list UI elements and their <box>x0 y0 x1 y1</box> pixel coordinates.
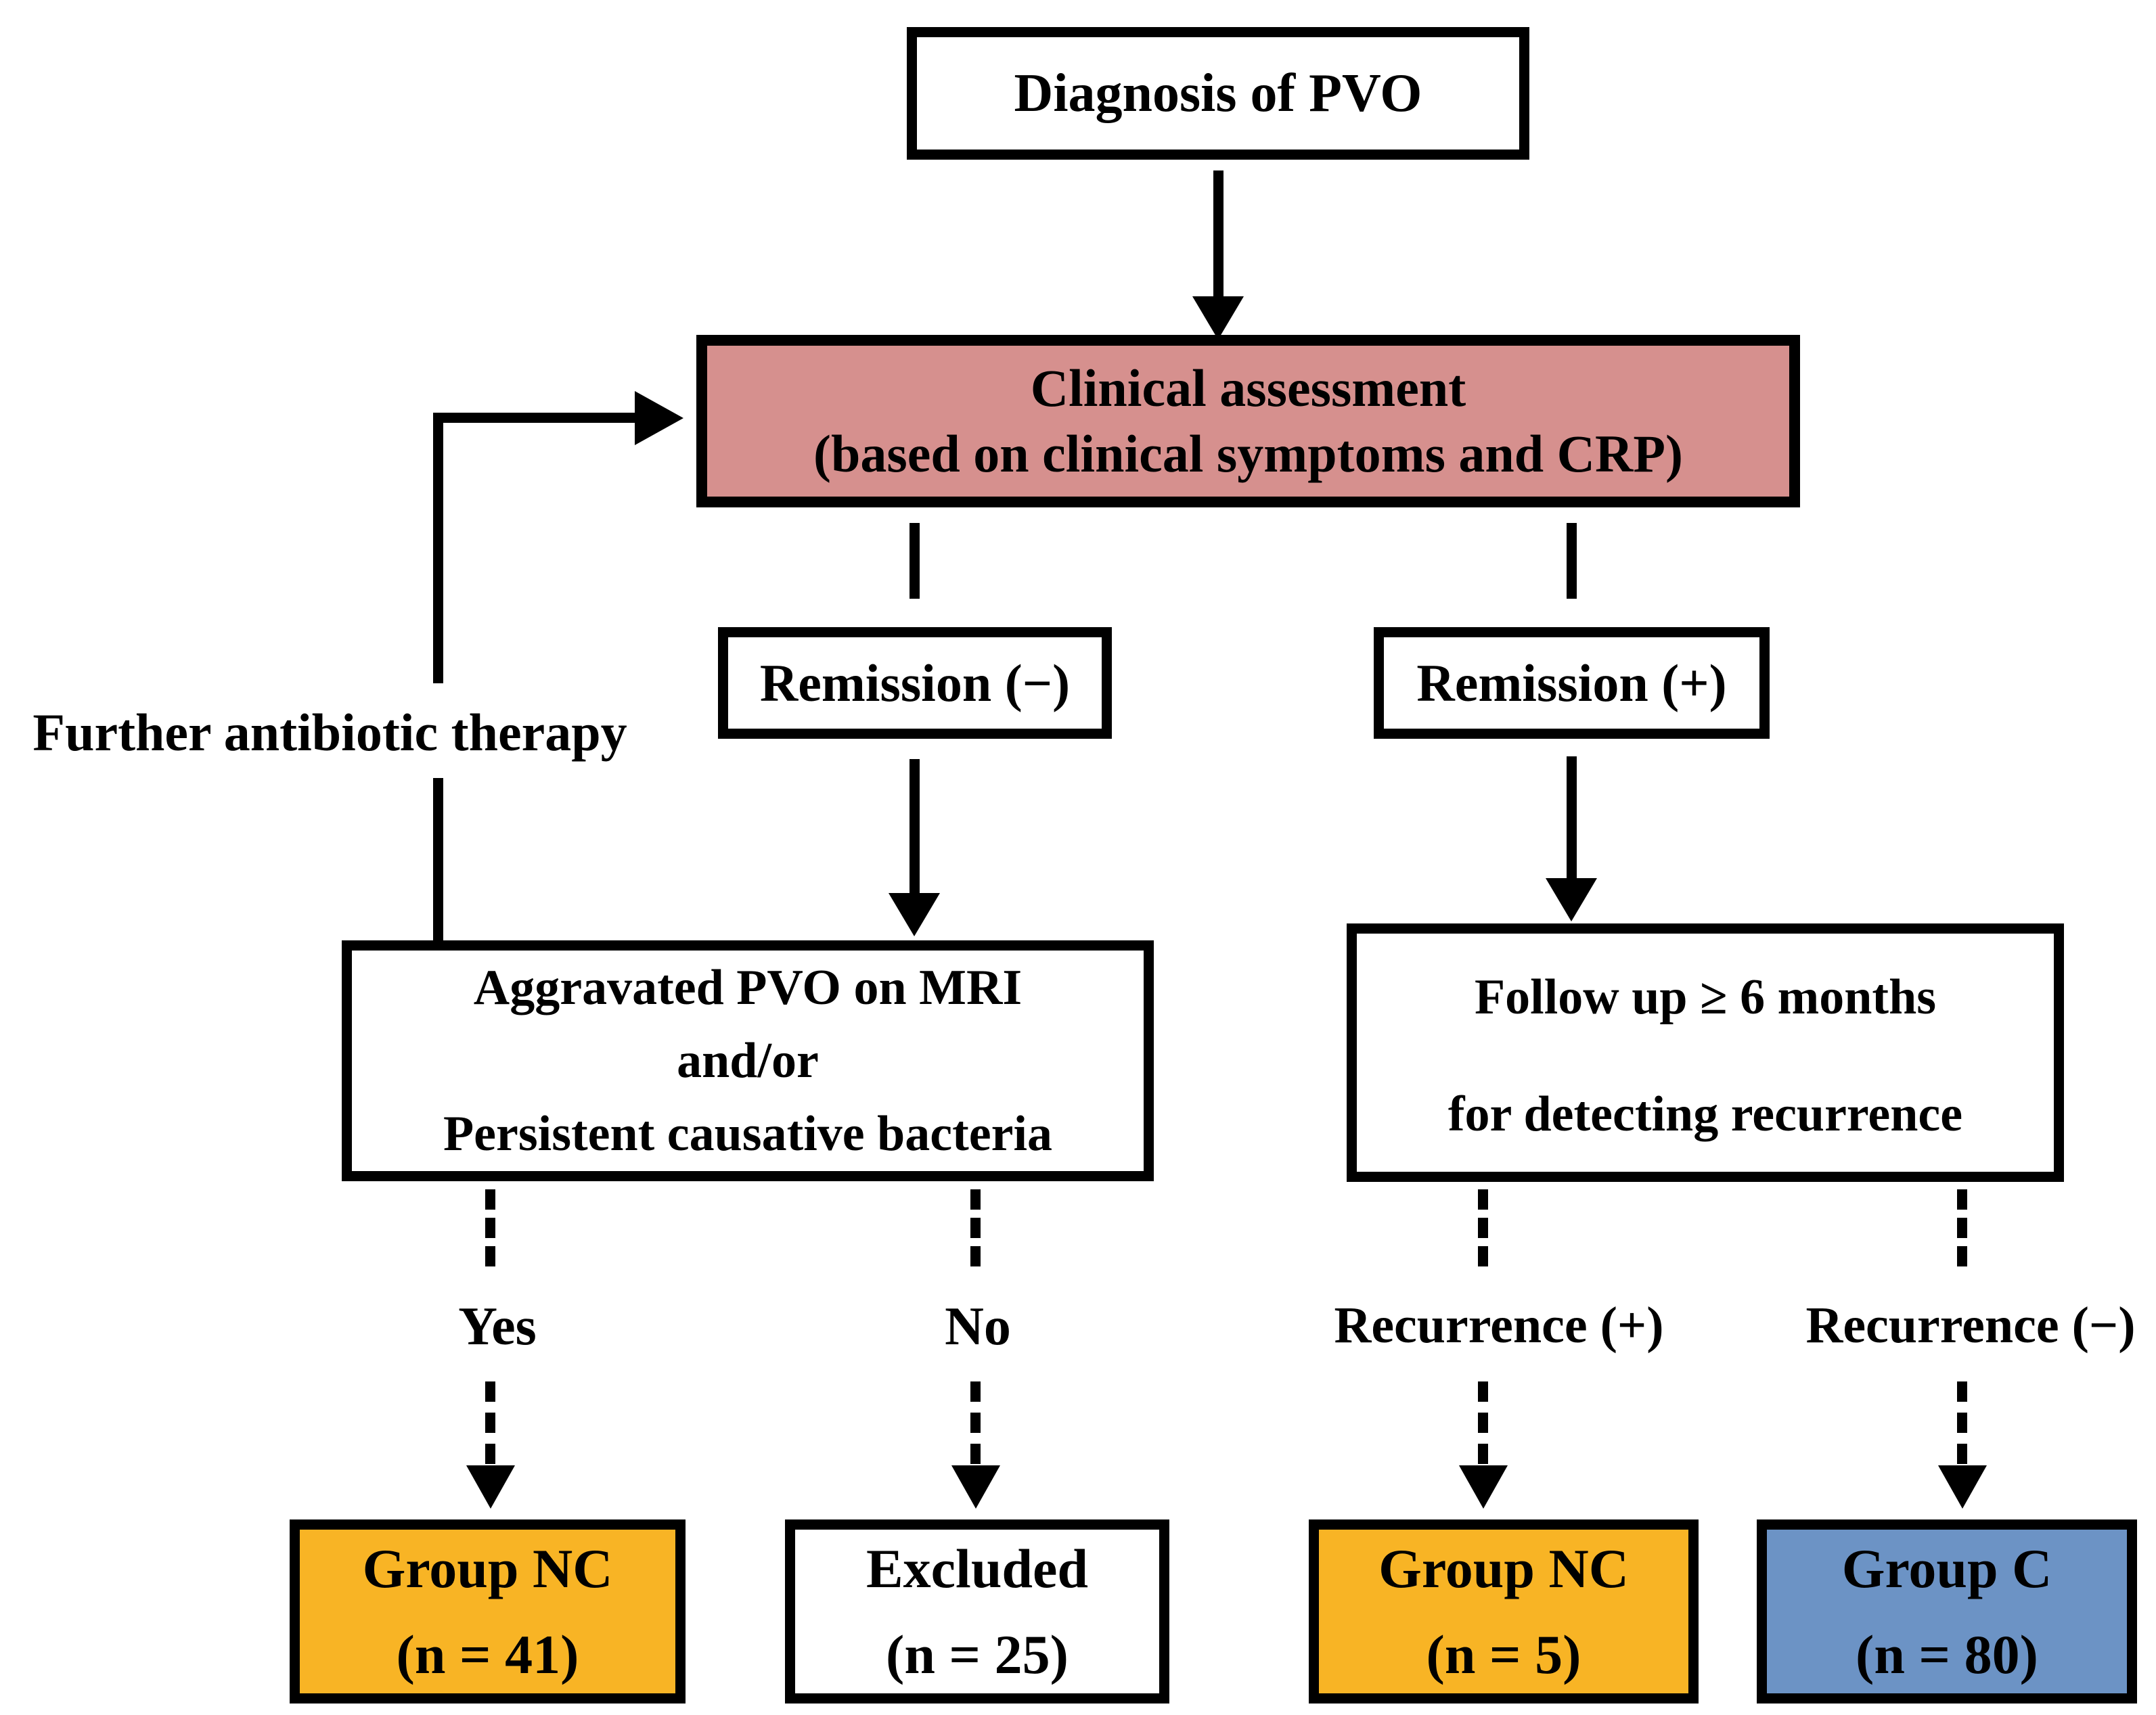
node-label: and/or <box>677 1032 819 1089</box>
arrow-remission-negative-head-icon <box>889 893 940 936</box>
label-yes: Yes <box>458 1297 537 1356</box>
node-label: Diagnosis of PVO <box>1014 63 1422 123</box>
label-recurrence-positive: Recurrence (+) <box>1334 1297 1664 1354</box>
arrow-remission-positive-head-icon <box>1546 878 1597 921</box>
dashed-no-lower <box>970 1381 981 1464</box>
node-remission-negative: Remission (−) <box>718 627 1112 739</box>
feedback-line-top <box>438 413 637 423</box>
arrow-diagnosis-head-icon <box>1192 296 1244 340</box>
node-label: (n = 25) <box>886 1624 1069 1685</box>
node-label: Remission (+) <box>1416 653 1727 712</box>
dashed-yes-upper <box>485 1189 495 1266</box>
feedback-line-upper <box>433 413 443 683</box>
feedback-arrow-head-icon <box>635 391 683 445</box>
feedback-line-lower <box>433 778 443 940</box>
node-label: Group NC <box>1378 1537 1629 1599</box>
node-diagnosis: Diagnosis of PVO <box>907 27 1529 160</box>
node-remission-positive: Remission (+) <box>1374 627 1770 739</box>
link-clinical-remission-positive <box>1567 523 1577 599</box>
node-label: (n = 80) <box>1856 1624 2038 1685</box>
link-clinical-remission-negative <box>909 523 920 599</box>
feedback-label: Further antibiotic therapy <box>10 702 650 763</box>
dashed-no-head-icon <box>951 1465 1000 1509</box>
node-label: Persistent causative bacteria <box>443 1106 1053 1162</box>
dashed-recurrence-negative-lower <box>1957 1381 1967 1464</box>
node-label: Follow up ≥ 6 months <box>1474 969 1937 1025</box>
dashed-yes-lower <box>485 1381 495 1464</box>
dashed-no-upper <box>970 1189 981 1266</box>
arrow-diagnosis-shaft <box>1213 170 1223 298</box>
node-group-nc-right: Group NC (n = 5) <box>1309 1519 1699 1703</box>
node-label: (n = 41) <box>396 1624 579 1685</box>
node-follow-up: Follow up ≥ 6 months for detecting recur… <box>1347 923 2064 1182</box>
node-label: Group NC <box>362 1537 613 1599</box>
node-group-nc-left: Group NC (n = 41) <box>290 1519 686 1703</box>
node-label: Group C <box>1841 1537 2052 1599</box>
arrow-remission-positive-shaft <box>1567 756 1577 879</box>
label-no: No <box>945 1297 1011 1356</box>
node-aggravated: Aggravated PVO on MRI and/or Persistent … <box>342 940 1154 1181</box>
node-label: Clinical assessment <box>1030 358 1466 417</box>
node-label: (based on clinical symptoms and CRP) <box>813 424 1683 483</box>
node-label: Excluded <box>866 1537 1089 1599</box>
node-clinical-assessment: Clinical assessment (based on clinical s… <box>696 335 1800 507</box>
node-label: Aggravated PVO on MRI <box>473 959 1023 1015</box>
node-group-c: Group C (n = 80) <box>1757 1519 2137 1703</box>
dashed-recurrence-positive-lower <box>1478 1381 1488 1464</box>
node-label: (n = 5) <box>1426 1624 1581 1685</box>
node-label: for detecting recurrence <box>1447 1087 1963 1142</box>
dashed-recurrence-negative-head-icon <box>1938 1465 1987 1509</box>
dashed-yes-head-icon <box>466 1465 515 1509</box>
dashed-recurrence-positive-upper <box>1478 1189 1488 1266</box>
arrow-remission-negative-shaft <box>909 759 920 894</box>
dashed-recurrence-negative-upper <box>1957 1189 1967 1266</box>
label-recurrence-negative: Recurrence (−) <box>1805 1297 2136 1354</box>
node-excluded: Excluded (n = 25) <box>785 1519 1169 1703</box>
dashed-recurrence-positive-head-icon <box>1459 1465 1508 1509</box>
node-label: Remission (−) <box>759 653 1071 712</box>
